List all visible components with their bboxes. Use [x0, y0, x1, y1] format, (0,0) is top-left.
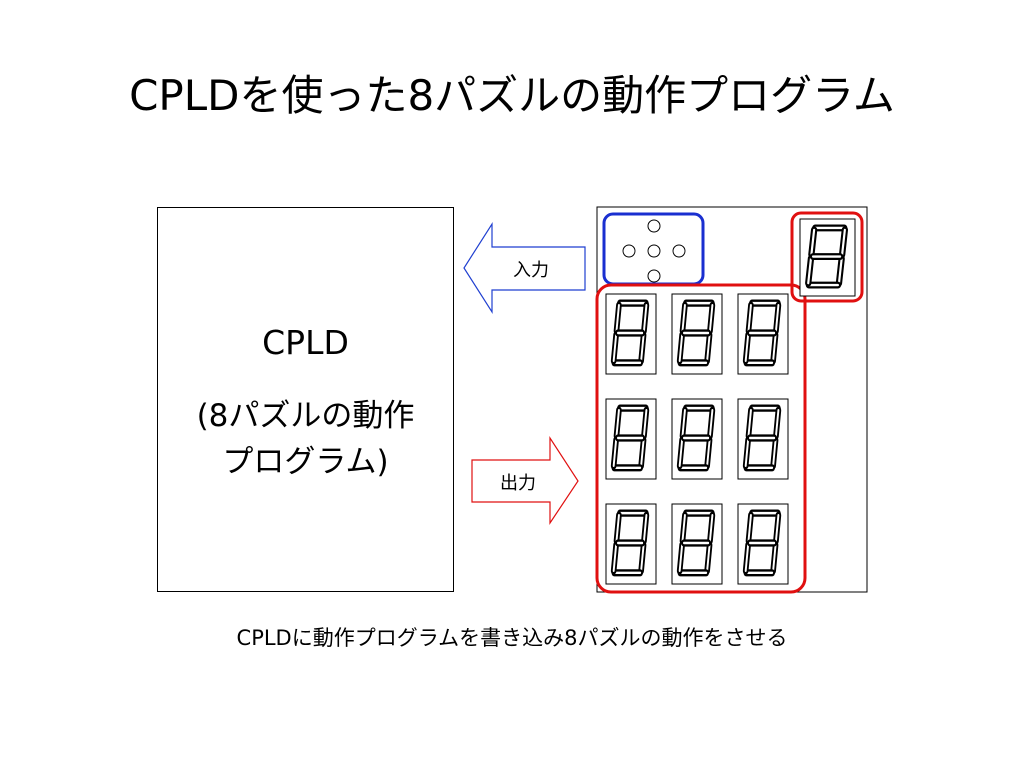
button-left[interactable]: [622, 244, 636, 258]
output-arrow-label: 出力: [500, 473, 536, 494]
single-display-outline: [790, 211, 864, 303]
cpld-description: (8パズルの動作 プログラム): [158, 393, 453, 485]
digit-display-2-2: [671, 398, 723, 480]
digit-display-2-3: [737, 398, 789, 480]
caption: CPLDに動作プログラムを書き込み8パズルの動作をさせる: [236, 626, 788, 650]
cpld-label: CPLD: [262, 323, 349, 362]
digit-display-1-2: [671, 293, 723, 375]
cpld-box: CPLD (8パズルの動作 プログラム): [157, 207, 454, 592]
input-arrow: [463, 221, 586, 315]
digit-display-1-3: [737, 293, 789, 375]
digit-display-1-1: [605, 293, 657, 375]
button-center[interactable]: [647, 244, 661, 258]
cpld-description-line-1: (8パズルの動作: [196, 398, 415, 434]
cpld-description-line-2: プログラム): [222, 444, 389, 480]
digit-display-3-3: [737, 503, 789, 585]
digit-display-2-1: [605, 398, 657, 480]
digit-display-3-2: [671, 503, 723, 585]
single-digit-display: [799, 218, 856, 297]
button-up[interactable]: [647, 219, 661, 233]
digit-grid-outline: [595, 283, 807, 594]
input-arrow-label: 入力: [513, 260, 549, 281]
button-down[interactable]: [647, 269, 661, 283]
button-right[interactable]: [672, 244, 686, 258]
output-arrow: [471, 435, 579, 525]
slide-title: CPLDを使った8パズルの動作プログラム: [129, 71, 895, 120]
digit-display-3-1: [605, 503, 657, 585]
